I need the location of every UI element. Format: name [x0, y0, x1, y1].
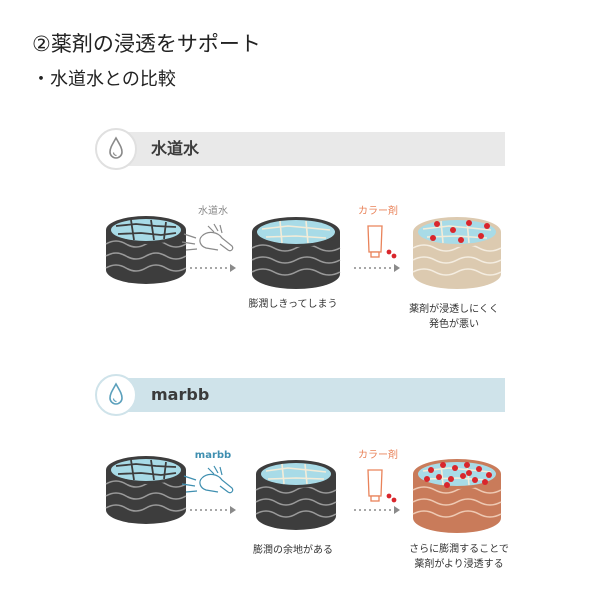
hair-cross-section-icon: [255, 460, 337, 530]
color-step-label: カラー剤: [358, 450, 398, 461]
caption-swollen: 膨潤の余地がある: [253, 545, 333, 556]
caption-swollen: 膨潤しきってしまう: [248, 299, 338, 310]
dotted-arrow-icon: [190, 264, 236, 272]
banner-label: marbb: [151, 385, 210, 404]
caption-result: 薬剤が浸透しにくく 発色が悪い: [394, 302, 514, 332]
hand-washing-icon: [181, 465, 234, 494]
water-drop-icon: [95, 128, 137, 170]
color-step-label: カラー剤: [358, 206, 398, 217]
color-tube-icon: [367, 225, 397, 259]
water-drop-icon: [95, 374, 137, 416]
hair-cross-section-icon: [105, 216, 187, 284]
hair-cross-section-icon: [412, 217, 502, 289]
dotted-arrow-icon: [354, 506, 400, 514]
dotted-arrow-icon: [190, 506, 236, 514]
hair-cross-section-icon: [251, 217, 341, 289]
dotted-arrow-icon: [354, 264, 400, 272]
water-step-label: 水道水: [198, 206, 228, 217]
hair-cross-section-icon: [412, 459, 502, 533]
banner-label: 水道水: [151, 139, 200, 158]
caption-result-line: さらに膨潤することで: [409, 544, 509, 555]
caption-result-line: 薬剤がより浸透する: [414, 559, 504, 570]
page-title: ②薬剤の浸透をサポート: [32, 32, 261, 56]
hair-cross-section-icon: [105, 456, 187, 524]
page-subtitle: ・水道水との比較: [32, 69, 176, 90]
caption-result: さらに膨潤することで 薬剤がより浸透する: [394, 542, 524, 572]
hand-washing-icon: [181, 223, 234, 252]
caption-result-line: 薬剤が浸透しにくく: [409, 304, 499, 315]
banner-tap-water: 水道水: [95, 128, 505, 170]
banner-marbb: marbb: [95, 374, 505, 416]
water-step-label: marbb: [194, 450, 232, 461]
caption-result-line: 発色が悪い: [429, 319, 479, 330]
color-tube-icon: [367, 469, 397, 503]
